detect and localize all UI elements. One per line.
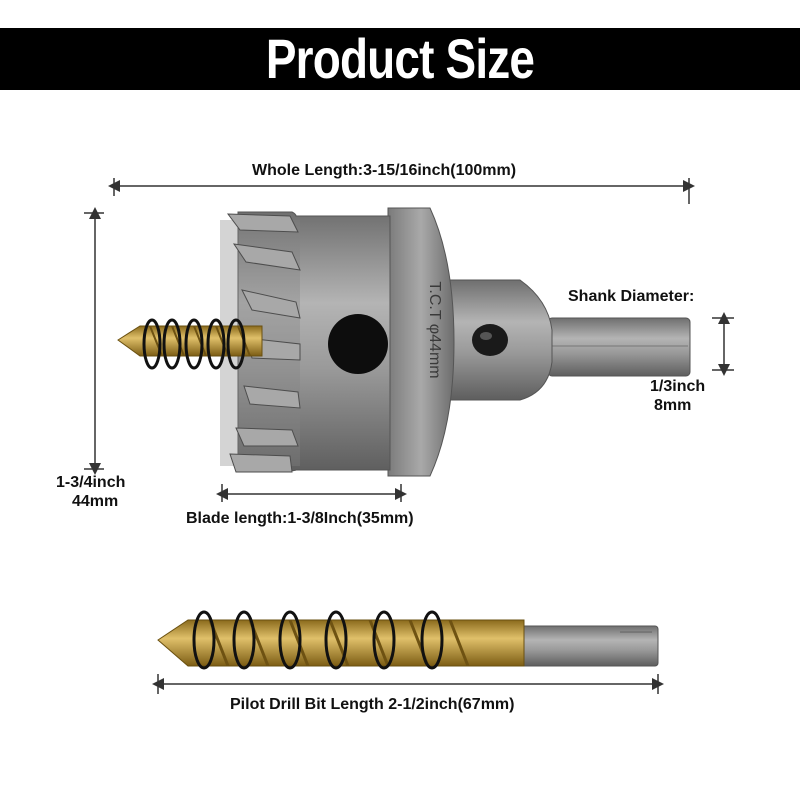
blade-length-label: Blade length:1-3/8Inch(35mm) xyxy=(186,510,414,527)
pilot-length-dimension xyxy=(152,674,664,694)
title-banner: Product Size xyxy=(0,28,800,90)
hole-saw: T.C.T φ44mm xyxy=(220,207,691,477)
pilot-drill-installed xyxy=(117,318,263,370)
hex-shank xyxy=(547,317,691,377)
blade-length-dimension xyxy=(216,484,407,502)
pilot-drill-bit xyxy=(157,610,659,670)
shank-diameter-dimension xyxy=(712,312,734,376)
whole-length-dimension xyxy=(108,178,695,204)
engraving-text: T.C.T φ44mm xyxy=(426,281,443,378)
height-inch-label: 1-3/4inch xyxy=(56,474,126,491)
whole-length-label: Whole Length:3-15/16inch(100mm) xyxy=(252,162,517,179)
height-mm-label: 44mm xyxy=(72,493,119,510)
drill-flutes xyxy=(157,619,525,667)
shank-diameter-title: Shank Diameter: xyxy=(568,288,695,305)
set-screw xyxy=(472,324,508,356)
height-dimension xyxy=(84,207,104,475)
ejection-hole xyxy=(328,314,388,374)
pilot-length-label: Pilot Drill Bit Length 2-1/2inch(67mm) xyxy=(230,696,515,713)
shank-diameter-inch: 1/3inch xyxy=(650,378,706,395)
shank-diameter-mm: 8mm xyxy=(654,397,692,414)
flange xyxy=(387,207,455,477)
drill-spring xyxy=(192,610,444,670)
page-title: Product Size xyxy=(265,27,535,90)
